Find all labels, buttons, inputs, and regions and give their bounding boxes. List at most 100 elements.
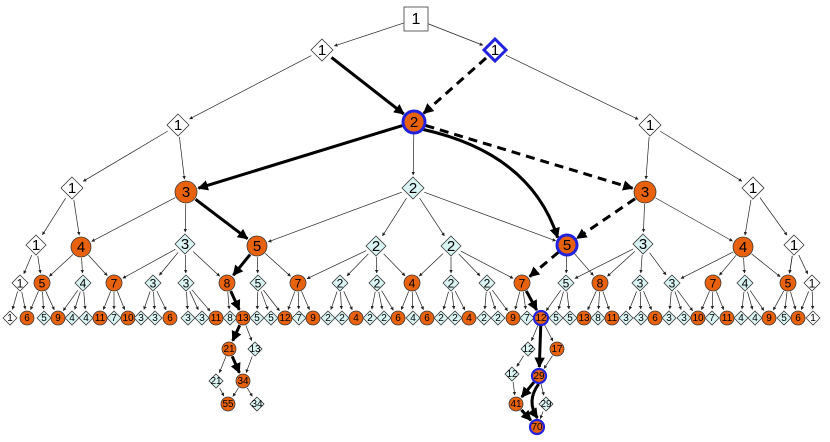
edge-w_19-z_48 xyxy=(674,291,682,310)
edge-o5a-w_7 xyxy=(232,253,252,277)
edge-z_38-r29 xyxy=(534,325,545,369)
node-label: 9 xyxy=(310,313,316,324)
node-label: 13 xyxy=(237,313,249,324)
diamond-node-shape xyxy=(504,366,520,382)
circle-node-shape xyxy=(105,274,123,292)
diamond-node-shape xyxy=(174,233,196,255)
node-z_52: 4 xyxy=(733,310,749,326)
edge-w_2-z_2 xyxy=(30,291,39,311)
circle-node-shape xyxy=(633,180,657,204)
edge-w_20-z_49 xyxy=(701,291,710,311)
node-r12b: 12 xyxy=(504,366,520,382)
node-label: 11 xyxy=(211,313,222,324)
edge-R1-r3 xyxy=(644,136,650,180)
node-label: 2 xyxy=(438,313,444,324)
node-label: 6 xyxy=(795,313,801,324)
diamond-node-shape xyxy=(519,310,535,326)
edge-R2-R3 xyxy=(759,197,788,236)
circle-node-shape xyxy=(289,274,307,292)
node-z_55: 5 xyxy=(776,310,792,326)
node-label: 3 xyxy=(181,236,189,253)
node-w_19: 3 xyxy=(663,274,681,292)
diamond-node-shape xyxy=(368,274,386,292)
diamond-node-shape xyxy=(177,274,195,292)
node-label: 8 xyxy=(227,313,233,324)
node-label: 2 xyxy=(339,313,345,324)
circle-node-shape xyxy=(461,310,477,326)
node-z_36: 9 xyxy=(505,310,521,326)
node-label: 4 xyxy=(752,313,758,324)
diamond-node-shape xyxy=(362,310,378,326)
node-w_17: 8 xyxy=(591,274,609,292)
node-w_20: 7 xyxy=(704,274,722,292)
node-z_24: 2 xyxy=(334,310,350,326)
diamond-node-shape xyxy=(520,341,536,357)
circle-node-shape xyxy=(221,341,237,357)
node-label: 1 xyxy=(68,180,76,197)
edge-w_5-z_11 xyxy=(152,291,157,310)
node-label: 17 xyxy=(551,344,563,355)
node-z_10: 3 xyxy=(133,310,149,326)
node-label: 41 xyxy=(510,399,522,410)
edge-o4a-w_3 xyxy=(80,257,85,274)
edge-w_17-z_42 xyxy=(596,291,601,310)
edge-w_3-z_6 xyxy=(83,291,87,310)
edge-a-L1 xyxy=(189,55,312,120)
node-z_48: 3 xyxy=(676,310,692,326)
edge-w_22-z_55 xyxy=(783,291,788,310)
edge-n2-c2 xyxy=(411,133,415,176)
node-label: 6 xyxy=(167,313,173,324)
diamond-node-shape xyxy=(60,176,84,200)
diamond-node-shape xyxy=(147,310,163,326)
circle-node-shape xyxy=(790,310,806,326)
diamond-node-shape xyxy=(557,274,575,292)
node-label: 7 xyxy=(296,313,302,324)
diamond-node-shape xyxy=(208,373,224,389)
node-d2b: 2 xyxy=(440,235,462,257)
node-z_45: 3 xyxy=(633,310,649,326)
node-d3b: 3 xyxy=(632,233,654,255)
node-label: 34 xyxy=(237,376,249,387)
node-label: 5 xyxy=(563,237,571,254)
node-z_16: 8 xyxy=(222,310,238,326)
edge-w_13-z_31 xyxy=(442,291,449,310)
diamond-node-shape xyxy=(249,274,267,292)
node-z_4: 9 xyxy=(50,310,66,326)
node-label: 12 xyxy=(522,344,534,355)
diamond-node-shape xyxy=(291,310,307,326)
node-w_3: 4 xyxy=(74,274,92,292)
node-label: 2 xyxy=(374,277,381,291)
edge-w_20-z_51 xyxy=(716,291,725,310)
edge-w_4-z_7 xyxy=(102,291,111,310)
node-z_27: 2 xyxy=(376,310,392,326)
edge-a-n2 xyxy=(330,56,405,116)
edge-w_7-z_17 xyxy=(229,290,241,311)
node-o5a: 5 xyxy=(246,235,268,257)
node-l21: 21 xyxy=(221,341,237,357)
diamond-node-shape xyxy=(78,310,94,326)
node-label: 2 xyxy=(447,238,455,255)
edge-w_12-z_30 xyxy=(415,291,424,311)
node-label: 3 xyxy=(199,313,205,324)
edge-w_3-z_5 xyxy=(73,291,81,310)
node-label: 3 xyxy=(152,313,158,324)
diamond-node-shape xyxy=(783,234,805,256)
node-z_26: 2 xyxy=(362,310,378,326)
node-label: 4 xyxy=(353,313,359,324)
node-z_31: 2 xyxy=(433,310,449,326)
node-label: 8 xyxy=(597,277,604,291)
node-label: 5 xyxy=(253,238,261,255)
diamond-node-shape xyxy=(144,274,162,292)
diamond-node-shape xyxy=(632,233,654,255)
node-L2: 1 xyxy=(60,176,84,200)
diamond-node-shape xyxy=(320,310,336,326)
circle-node-shape xyxy=(305,310,321,326)
edge-w_6-z_13 xyxy=(185,291,190,310)
node-label: 3 xyxy=(150,277,157,291)
node-z_13: 3 xyxy=(180,310,196,326)
node-label: 5 xyxy=(268,313,274,324)
node-label: 3 xyxy=(637,277,644,291)
edge-w_2-z_3 xyxy=(41,291,46,310)
edge-w_15-z_38 xyxy=(524,290,539,312)
node-label: 21 xyxy=(223,344,235,355)
